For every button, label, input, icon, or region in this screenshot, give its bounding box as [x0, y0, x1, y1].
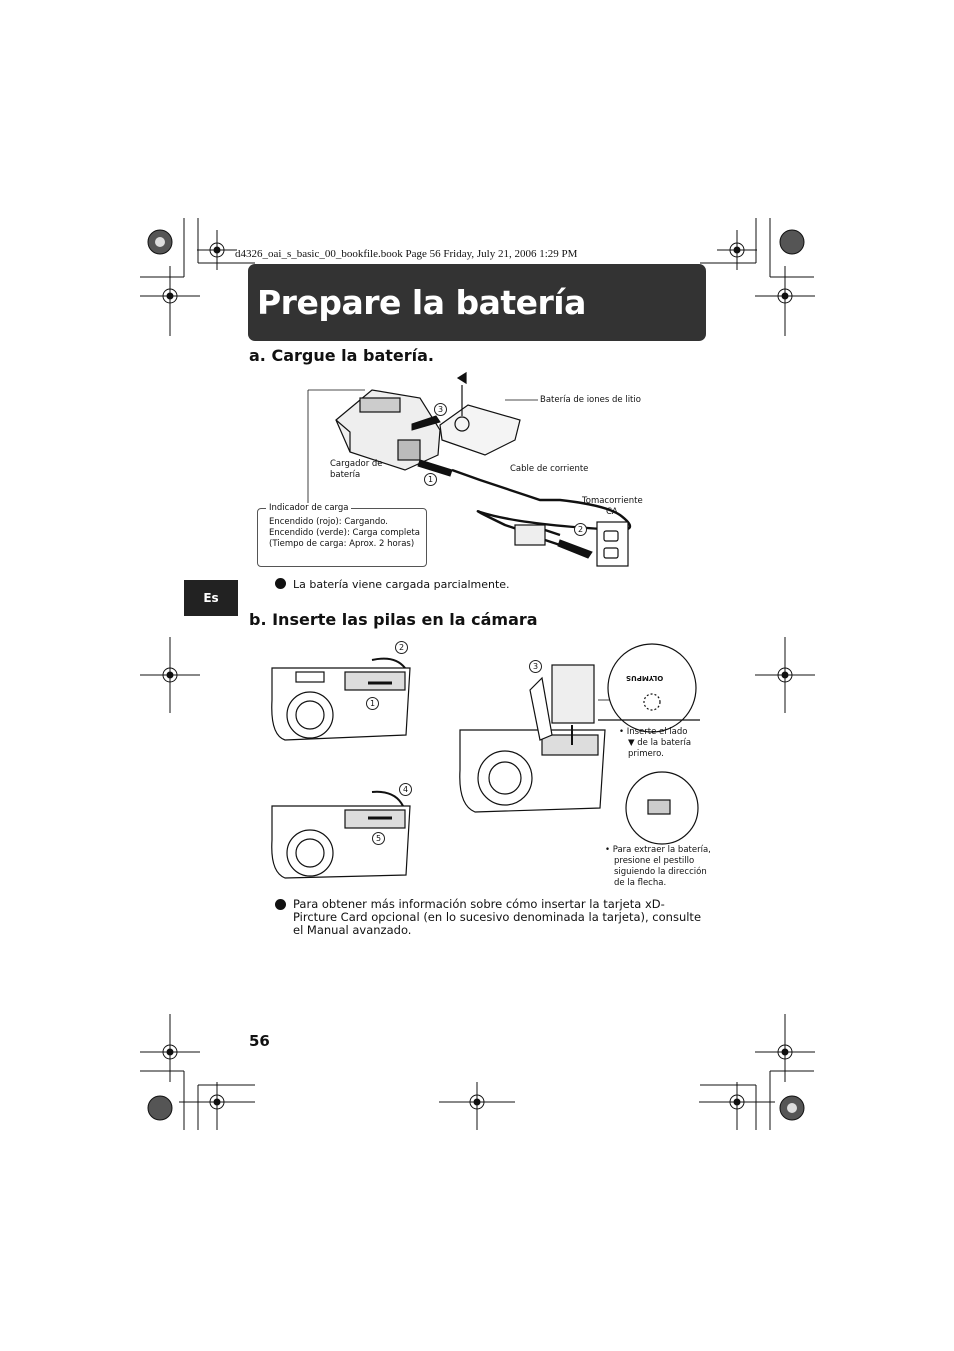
- step-2-marker: 2: [574, 523, 587, 536]
- bullet-icon: [275, 578, 286, 589]
- insert-note-2: ▼ de la batería: [628, 738, 692, 748]
- file-header: d4326_oai_s_basic_00_bookfile.book Page …: [235, 248, 578, 260]
- page-number: 56: [249, 1032, 270, 1050]
- step-3-marker-b: 3: [529, 660, 542, 673]
- step-1-marker-b: 1: [366, 697, 379, 710]
- bullet-icon-b: [275, 899, 286, 910]
- remove-note-1: • Para extraer la batería,: [605, 845, 711, 855]
- registration-targets: [140, 230, 815, 1130]
- camera-2: [271, 790, 411, 879]
- step-4-marker-b: 4: [399, 783, 412, 796]
- remove-note-3: siguiendo la dirección: [614, 867, 707, 877]
- language-tab: Es: [184, 580, 238, 616]
- title-banner: [248, 264, 706, 341]
- leader-lines: [307, 389, 538, 508]
- remove-note-2: presione el pestillo: [614, 856, 695, 866]
- page-title: Prepare la batería: [257, 283, 586, 322]
- crop-marks: [140, 218, 814, 1130]
- insert-note-3: primero.: [628, 749, 664, 759]
- label-outlet-1: Tomacorriente: [582, 496, 643, 506]
- section-b-heading: b. Inserte las pilas en la cámara: [249, 610, 538, 629]
- power-cable: [451, 468, 632, 547]
- step-2-marker-b: 2: [395, 641, 408, 654]
- indicator-red: Encendido (rojo): Cargando.: [269, 517, 388, 527]
- battery-illustration: [439, 371, 521, 456]
- note-xd-card: Para obtener más información sobre cómo …: [293, 897, 702, 937]
- indicator-green: Encendido (verde): Carga completa: [269, 528, 421, 538]
- charger-illustration: [335, 389, 441, 471]
- indicator-title: Indicador de carga: [266, 503, 352, 514]
- brand-logo: OLYMPUS: [626, 674, 664, 682]
- label-charger: Cargador de batería: [330, 459, 383, 480]
- note-partial-charge: La batería viene cargada parcialmente.: [293, 578, 510, 591]
- insert-note-1: • Inserte el lado: [619, 727, 688, 737]
- starburst-targets: [147, 229, 805, 1121]
- section-a-heading: a. Cargue la batería.: [249, 346, 434, 365]
- wall-outlet: [596, 521, 629, 567]
- indicator-time: (Tiempo de carga: Aprox. 2 horas): [269, 539, 415, 549]
- step-5-marker-b: 5: [372, 832, 385, 845]
- label-outlet-2: CA: [606, 507, 618, 517]
- step-1-marker: 1: [424, 473, 437, 486]
- label-cable: Cable de corriente: [510, 464, 589, 474]
- label-battery: Batería de iones de litio: [540, 395, 641, 405]
- step-arrows: [411, 415, 593, 559]
- step-3-marker: 3: [434, 403, 447, 416]
- camera-3: [459, 643, 700, 845]
- camera-1: [271, 657, 411, 741]
- remove-note-4: de la flecha.: [614, 878, 667, 888]
